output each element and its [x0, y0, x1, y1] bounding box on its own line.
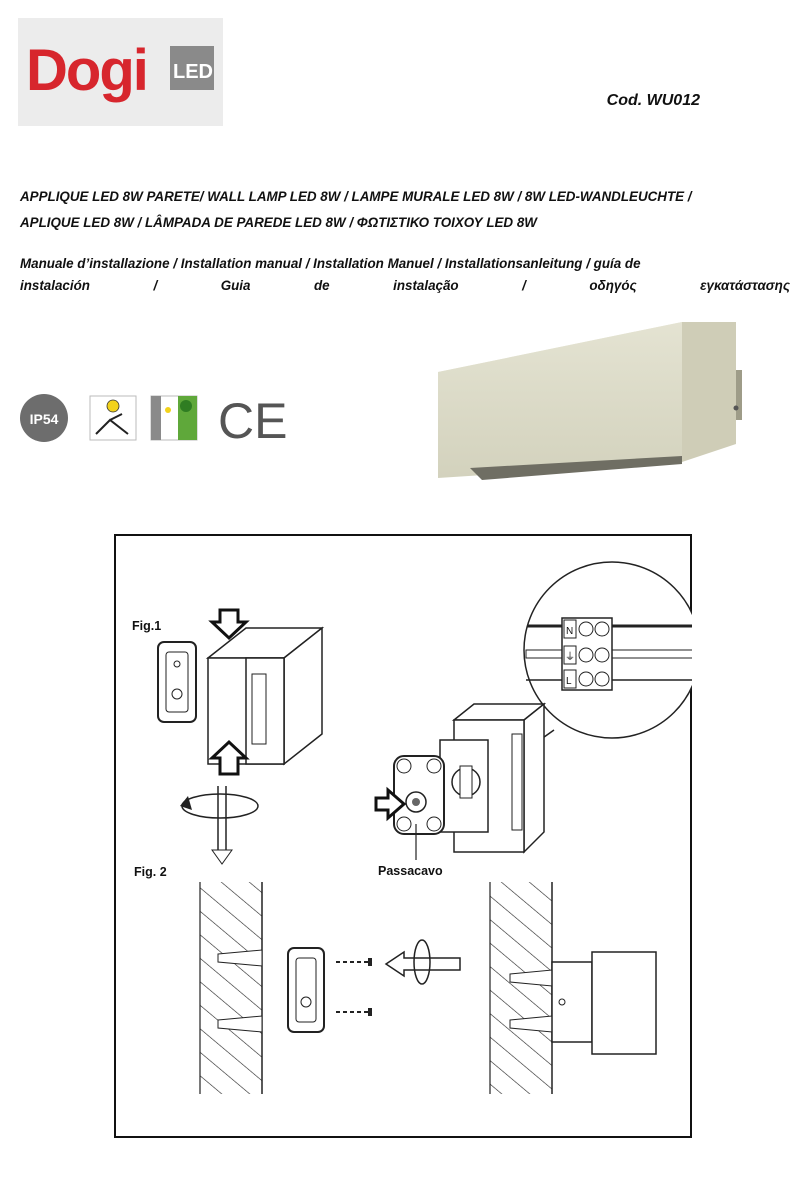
bracket-with-gland: [393, 755, 445, 835]
brand-logo: Dogi LED: [18, 18, 223, 126]
lamp-product-image: [438, 322, 742, 480]
terminal-n: N: [566, 626, 573, 637]
bracket-fig1: [157, 641, 197, 723]
ce-mark-icon: CE: [218, 393, 287, 448]
lamp-open-junction: [439, 702, 547, 854]
installation-diagram: Fig.1 N ⏚: [114, 534, 692, 1138]
brand-name: Dogi: [26, 38, 147, 103]
manual-line-1: Manuale d’installazione / Installation m…: [20, 256, 641, 271]
manual-title: Manuale d’installazione / Installation m…: [20, 253, 790, 319]
screw-icon: [336, 958, 372, 1016]
title-line-2: APLIQUE LED 8W / LÂMPADA DE PAREDE LED 8…: [20, 215, 537, 230]
terminal-block: N ⏚ L: [561, 617, 613, 691]
ip54-badge-icon: IP54: [20, 394, 68, 442]
mounted-lamp: [551, 951, 657, 1055]
fig2-label: Fig. 2: [134, 865, 167, 879]
wall-mount-icon: [150, 395, 198, 441]
passacavo-label: Passacavo: [378, 864, 443, 878]
bracket-fig2: [287, 947, 325, 1033]
indoor-outdoor-icon: [89, 395, 137, 441]
terminal-l: L: [566, 676, 572, 687]
product-title: APPLIQUE LED 8W PARETE/ WALL LAMP LED 8W…: [20, 184, 790, 236]
fig1-label: Fig.1: [132, 619, 161, 633]
wall-left: [199, 882, 263, 1094]
title-line-1: APPLIQUE LED 8W PARETE/ WALL LAMP LED 8W…: [20, 189, 692, 204]
brand-suffix-box: [170, 46, 214, 90]
ip-rating: IP54: [30, 411, 59, 427]
arrow-right-icon: [374, 786, 407, 822]
lamp-fig1: [205, 626, 325, 766]
product-code: Cod. WU012: [606, 92, 700, 109]
terminal-earth: ⏚: [565, 651, 575, 663]
arrow-up-icon: [208, 739, 250, 776]
ce-mark: CE: [218, 393, 287, 448]
wall-right: [489, 882, 553, 1094]
arrow-down-icon: [208, 608, 250, 641]
wall-plug-icon: [217, 949, 263, 1033]
manual-line-2: instalación / Guia de instalação / οδηγό…: [20, 278, 790, 293]
certification-badges: IP54 CE: [20, 393, 287, 448]
dogi-logo-icon: Dogi LED: [26, 38, 214, 103]
arrow-left-icon: [384, 939, 461, 985]
brand-suffix: LED: [173, 61, 213, 83]
rotate-icon: [180, 786, 259, 865]
